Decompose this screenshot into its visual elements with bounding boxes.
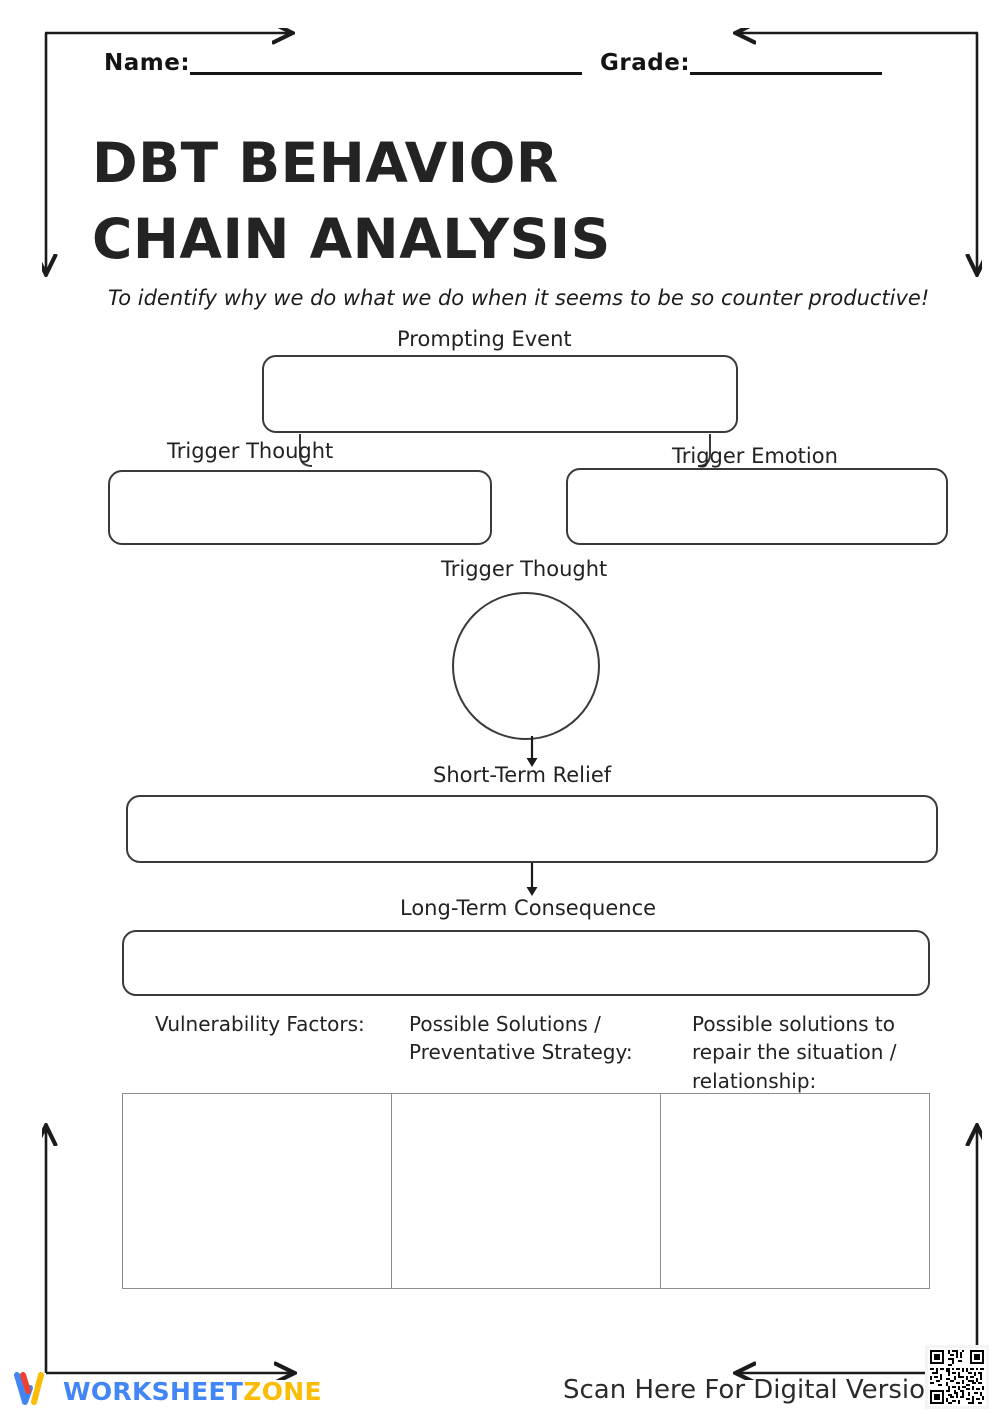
col2-line-2: Preventative Strategy: xyxy=(409,1040,633,1065)
col3-line-2: repair the situation / xyxy=(692,1040,897,1065)
qr-code-icon[interactable] xyxy=(925,1345,989,1409)
answer-table xyxy=(122,1093,930,1289)
prompting-event-connector xyxy=(295,432,715,476)
name-input[interactable] xyxy=(190,54,583,75)
worksheet-zone-logo[interactable]: WORKSHEETZONE xyxy=(14,1372,322,1410)
col2-line-1: Possible Solutions / xyxy=(409,1012,601,1036)
trigger-thought-box[interactable] xyxy=(108,470,492,545)
column-header-possible-solutions: Possible Solutions / Preventative Strate… xyxy=(409,1010,659,1067)
table-cell-repair-solutions[interactable] xyxy=(661,1094,929,1288)
behavior-circle[interactable] xyxy=(452,592,600,740)
table-cell-vulnerability[interactable] xyxy=(123,1094,392,1288)
trigger-emotion-box[interactable] xyxy=(566,468,948,545)
logo-word-zone: ZONE xyxy=(243,1376,322,1406)
corner-bracket-bottom-left xyxy=(42,1118,312,1380)
title-line-1: DBT BEHAVIOR xyxy=(92,131,559,195)
corner-bracket-top-left xyxy=(42,28,312,286)
grade-label: Grade: xyxy=(600,50,691,76)
prompting-event-label: Prompting Event xyxy=(397,327,572,351)
long-term-consequence-label: Long-Term Consequence xyxy=(400,896,657,920)
scan-instruction-text: Scan Here For Digital Version xyxy=(563,1375,942,1405)
short-term-relief-label: Short-Term Relief xyxy=(433,763,612,787)
logo-mark-icon xyxy=(14,1372,54,1410)
title-line-2: CHAIN ANALYSIS xyxy=(92,206,611,271)
student-info-row: Name: Grade: xyxy=(104,50,883,76)
circle-trigger-thought-label: Trigger Thought xyxy=(441,557,608,581)
prompting-event-box[interactable] xyxy=(262,355,738,433)
corner-bracket-top-right xyxy=(730,28,982,286)
col3-line-1: Possible solutions to xyxy=(692,1012,895,1036)
logo-text: WORKSHEETZONE xyxy=(63,1377,322,1406)
col3-line-3: relationship: xyxy=(692,1068,817,1093)
arrow-circle-to-short-term xyxy=(520,736,544,768)
page-title: DBT BEHAVIOR CHAIN ANALYSIS xyxy=(92,126,611,278)
table-cell-possible-solutions[interactable] xyxy=(392,1094,661,1288)
long-term-consequence-box[interactable] xyxy=(122,930,930,996)
trigger-emotion-label: Trigger Emotion xyxy=(672,444,838,468)
column-header-vulnerability: Vulnerability Factors: xyxy=(155,1012,365,1036)
arrow-short-to-long-term xyxy=(520,863,544,897)
column-header-repair-solutions: Possible solutions to repair the situati… xyxy=(692,1010,932,1095)
trigger-thought-label: Trigger Thought xyxy=(167,439,334,463)
page-subtitle: To identify why we do what we do when it… xyxy=(108,286,930,310)
logo-word-worksheet: WORKSHEET xyxy=(63,1376,244,1406)
grade-input[interactable] xyxy=(690,54,883,75)
short-term-relief-box[interactable] xyxy=(126,795,938,863)
name-label: Name: xyxy=(104,50,191,76)
